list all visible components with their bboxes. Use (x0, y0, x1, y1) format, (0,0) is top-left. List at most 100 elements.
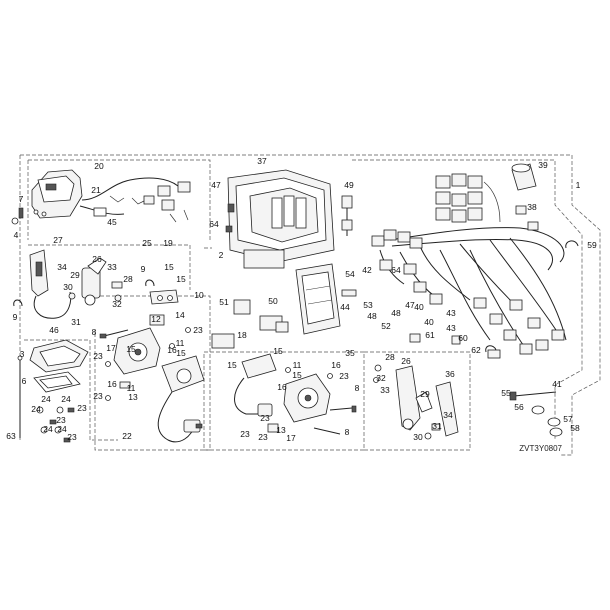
callout-35: 35 (345, 348, 355, 358)
callout-1: 1 (576, 180, 581, 190)
callout-29: 29 (420, 389, 430, 399)
callout-31: 31 (432, 421, 442, 431)
control-unit-center (234, 353, 357, 435)
callout-49: 49 (344, 180, 354, 190)
callout-47: 47 (211, 180, 221, 190)
callout-24: 24 (43, 424, 53, 434)
callout-31: 31 (71, 317, 81, 327)
lever-assembly-right (373, 364, 459, 440)
callout-27: 27 (53, 235, 63, 245)
lid-cover-assembly (31, 169, 191, 223)
callout-8: 8 (92, 327, 97, 337)
callout-15: 15 (227, 360, 237, 370)
callout-36: 36 (445, 369, 455, 379)
callout-16: 16 (277, 382, 287, 392)
callout-54: 54 (345, 269, 355, 279)
callout-16: 16 (167, 345, 177, 355)
callout-32: 32 (376, 373, 386, 383)
callout-15: 15 (176, 348, 186, 358)
callout-41: 41 (552, 379, 562, 389)
callout-34: 34 (57, 262, 67, 272)
callout-21: 21 (91, 185, 101, 195)
callout-52: 52 (381, 321, 391, 331)
callout-44: 44 (340, 302, 350, 312)
callout-24: 24 (57, 424, 67, 434)
diagram-code: ZVT3Y0807 (519, 444, 562, 453)
callout-15: 15 (164, 262, 174, 272)
main-box-37 (225, 169, 335, 269)
wiring-harness-41 (371, 227, 567, 359)
callout-37: 37 (257, 156, 267, 166)
callout-42: 42 (362, 265, 372, 275)
callout-19: 19 (163, 238, 173, 248)
callout-23: 23 (260, 413, 270, 423)
callout-23: 23 (193, 325, 203, 335)
callout-12: 12 (151, 314, 161, 324)
callout-64: 64 (209, 219, 219, 229)
callout-9: 9 (141, 264, 146, 274)
callout-43: 43 (446, 308, 456, 318)
callout-4: 4 (14, 230, 19, 240)
callout-24: 24 (61, 394, 71, 404)
callout-10: 10 (194, 290, 204, 300)
callout-23: 23 (93, 351, 103, 361)
callout-53: 53 (363, 300, 373, 310)
callout-11: 11 (293, 360, 302, 370)
callout-38: 38 (527, 202, 537, 212)
callout-9: 9 (13, 312, 18, 322)
callout-30: 30 (413, 432, 423, 442)
callout-57: 57 (563, 414, 573, 424)
callout-63: 63 (6, 431, 16, 441)
callout-24: 24 (41, 394, 51, 404)
clamp-59 (565, 240, 579, 249)
callout-14: 14 (175, 310, 185, 320)
callout-30: 30 (63, 282, 73, 292)
callout-47: 47 (405, 300, 415, 310)
callout-60: 60 (458, 333, 468, 343)
callout-51: 51 (219, 297, 229, 307)
callout-18: 18 (237, 330, 247, 340)
callout-50: 50 (268, 296, 278, 306)
callout-23: 23 (339, 371, 349, 381)
small-bolts-group (17, 355, 75, 443)
callout-48: 48 (367, 311, 377, 321)
callout-25: 25 (142, 238, 152, 248)
housing-base-3-6 (29, 339, 89, 393)
callout-33: 33 (107, 262, 117, 272)
callout-15: 15 (273, 346, 283, 356)
callout-43: 43 (446, 323, 456, 333)
callout-23: 23 (93, 391, 103, 401)
callout-16: 16 (331, 360, 341, 370)
callout-23: 23 (67, 432, 77, 442)
callout-28: 28 (385, 352, 395, 362)
callout-23: 23 (240, 429, 250, 439)
small-parts-60-62 (409, 333, 497, 353)
callout-8: 8 (355, 383, 360, 393)
callout-3: 3 (20, 349, 25, 359)
control-unit-center-left (99, 327, 205, 443)
bolt-7-4 (11, 207, 24, 225)
sensor-49 (341, 195, 353, 236)
cap-39 (511, 163, 537, 191)
callout-22: 22 (122, 431, 132, 441)
callout-20: 20 (94, 161, 104, 171)
callout-8: 8 (345, 427, 350, 437)
connector-cluster-38 (435, 173, 539, 231)
callout-2: 2 (219, 250, 224, 260)
callout-39: 39 (538, 160, 548, 170)
callout-7: 7 (19, 194, 24, 204)
callout-23: 23 (56, 415, 66, 425)
relay-18 (211, 333, 235, 349)
bracket-10 (149, 289, 179, 326)
callout-13: 13 (276, 425, 286, 435)
callout-11: 11 (127, 383, 136, 393)
callout-46: 46 (49, 325, 59, 335)
bolt-54 (341, 289, 357, 297)
callout-16: 16 (107, 379, 117, 389)
clip-9 (13, 279, 155, 307)
callout-23: 23 (258, 432, 268, 442)
callout-15: 15 (126, 344, 136, 354)
callout-59: 59 (587, 240, 597, 250)
